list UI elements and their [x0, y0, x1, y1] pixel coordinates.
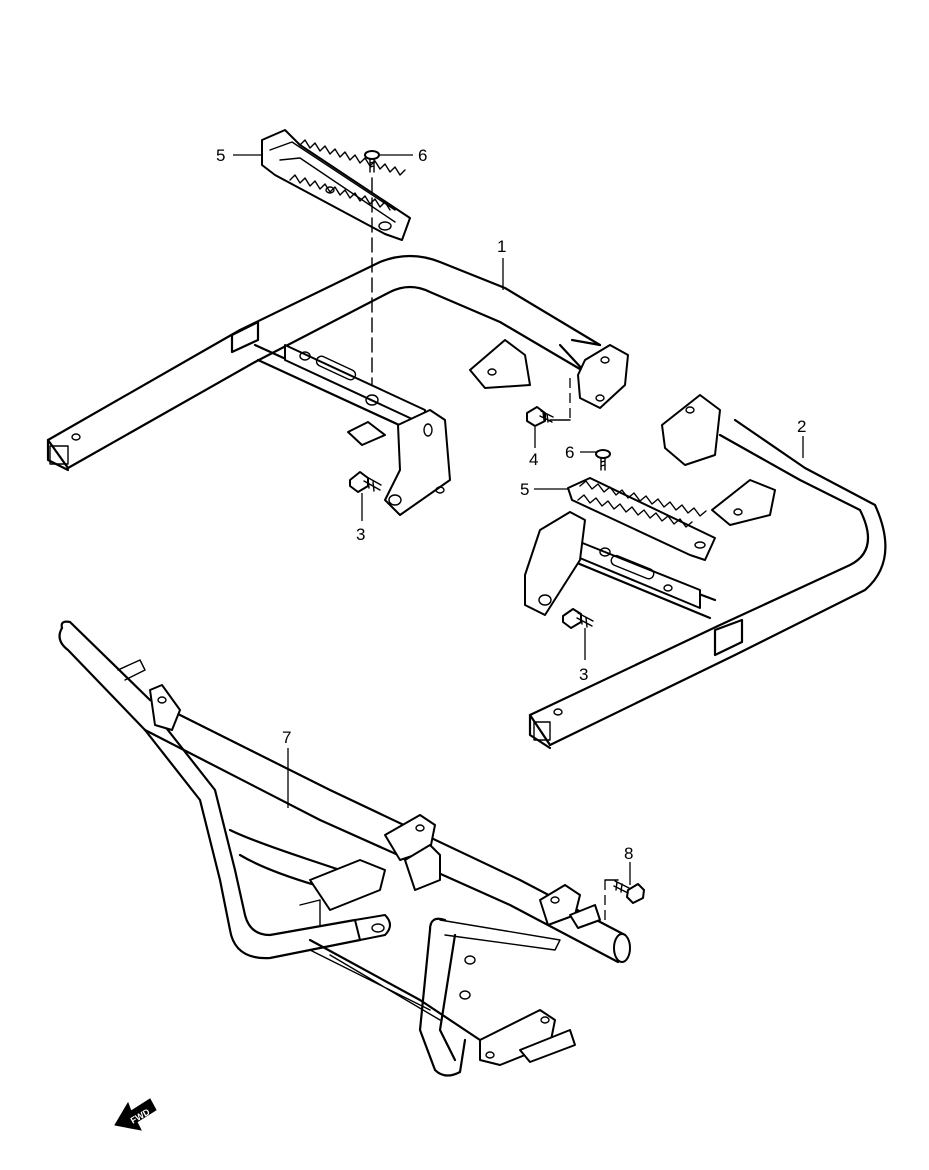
- callout-6-right: 6: [565, 443, 574, 462]
- footpeg-right: [567, 477, 716, 561]
- bumper-frame: [58, 620, 631, 1077]
- bolt-4: [526, 406, 554, 427]
- bolt-3-upper: [349, 471, 382, 493]
- callout-4: 4: [529, 450, 538, 469]
- callout-2: 2: [797, 417, 806, 436]
- bolt-3-lower: [562, 608, 594, 629]
- callout-6-upper: 6: [418, 146, 427, 165]
- fwd-badge: FWD: [114, 1098, 157, 1131]
- callout-8: 8: [624, 844, 633, 863]
- screw-upper: [364, 150, 380, 173]
- bolt-8: [613, 880, 645, 904]
- callout-5-right: 5: [520, 480, 529, 499]
- callout-1: 1: [497, 237, 506, 256]
- footpeg-upper: [261, 129, 411, 241]
- callout-5-upper: 5: [216, 146, 225, 165]
- screw-right: [595, 449, 611, 471]
- callout-3-lower: 3: [579, 665, 588, 684]
- step-bar-left: [46, 254, 629, 516]
- forward-arrow-icon: [114, 1098, 157, 1131]
- callout-3-upper: 3: [356, 525, 365, 544]
- step-bar-right: [524, 394, 887, 750]
- callout-7: 7: [282, 728, 291, 747]
